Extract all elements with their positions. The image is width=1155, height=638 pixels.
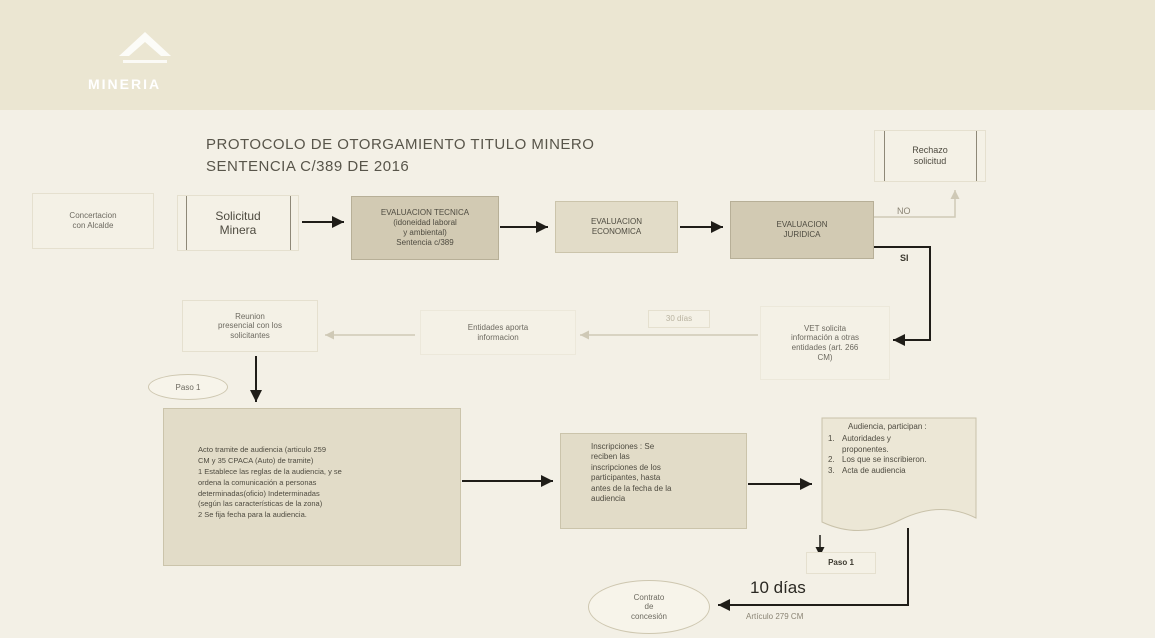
dias-10-label: 10 días (750, 578, 806, 597)
arrow-si-vet (874, 246, 931, 346)
diagram-title: PROTOCOLO DE OTORGAMIENTO TITULO MINERO (206, 136, 595, 153)
paso1-left-oval: Paso 1 (148, 374, 228, 400)
evaluacion-juridica-label: EVALUACION JURIDICA (776, 220, 828, 239)
dias-30-label: 30 días (665, 314, 693, 324)
audiencia-item-3: 3.Acta de audiencia (828, 465, 906, 475)
reunion-box: Reunion presencial con los solicitantes (182, 300, 318, 352)
audiencia-box: Audiencia, participan : 1.Autoridades y … (828, 422, 974, 476)
vet-solicita-box: VET solicita información a otras entidad… (760, 306, 890, 380)
reunion-label: Reunion presencial con los solicitantes (217, 311, 283, 340)
contrato-oval: Contrato de concesión (588, 580, 710, 634)
header-band: MINERIA (0, 0, 1155, 110)
logo-text: MINERIA (88, 76, 162, 92)
rechazo-divider-right (976, 131, 977, 181)
inscripciones-box: Inscripciones : Se reciben las inscripci… (560, 433, 747, 529)
evaluacion-tecnica-label: EVALUACION TECNICA (idoneidad laboral y … (380, 208, 470, 247)
audiencia-title: Audiencia, participan : (848, 422, 927, 431)
evaluacion-economica-box: EVALUACION ECONOMICA (555, 201, 678, 253)
solicitud-box: Solicitud Minera (177, 195, 299, 251)
paso1-right-box: Paso 1 (806, 552, 876, 574)
concertacion-label: Concertacion con Alcalde (69, 211, 117, 230)
contrato-label: Contrato de concesión (630, 592, 668, 621)
evaluacion-economica-label: EVALUACION ECONOMICA (591, 216, 642, 236)
acto-tramite-label: Acto tramite de audiencia (articulo 259 … (198, 445, 342, 520)
acto-tramite-box: Acto tramite de audiencia (articulo 259 … (163, 408, 461, 566)
rechazo-label: Rechazo solicitud (912, 145, 948, 166)
arrow-audiencia-contrato (718, 528, 909, 611)
audiencia-doc-shape (821, 417, 977, 531)
no-label: NO (897, 206, 911, 216)
vet-solicita-label: VET solicita información a otras entidad… (790, 323, 860, 362)
evaluacion-tecnica-box: EVALUACION TECNICA (idoneidad laboral y … (351, 196, 499, 260)
rechazo-divider-left (884, 131, 885, 181)
inscripciones-label: Inscripciones : Se reciben las inscripci… (591, 442, 672, 503)
paso1-left-label: Paso 1 (175, 382, 201, 392)
evaluacion-juridica-box: EVALUACION JURIDICA (730, 201, 874, 259)
solicitud-divider-right (290, 196, 291, 250)
audiencia-item-2: 2.Los que se inscribieron. (828, 455, 927, 465)
dias-30-box: 30 días (648, 310, 710, 328)
audiencia-item-1: 1.Autoridades y proponentes. (828, 434, 891, 454)
articulo-label: Artículo 279 CM (746, 612, 804, 621)
paso1-right-label: Paso 1 (828, 558, 854, 568)
entidades-box: Entidades aporta informacion (420, 310, 576, 355)
solicitud-label: Solicitud Minera (215, 208, 261, 237)
solicitud-divider-left (186, 196, 187, 250)
arrow-no-rechazo (874, 190, 960, 218)
rechazo-box: Rechazo solicitud (874, 130, 986, 182)
concertacion-box: Concertacion con Alcalde (32, 193, 154, 249)
mineria-logo-icon (119, 32, 171, 63)
entidades-label: Entidades aporta informacion (467, 322, 529, 342)
si-label: SI (900, 253, 909, 263)
diagram-subtitle: SENTENCIA C/389 DE 2016 (206, 158, 410, 175)
